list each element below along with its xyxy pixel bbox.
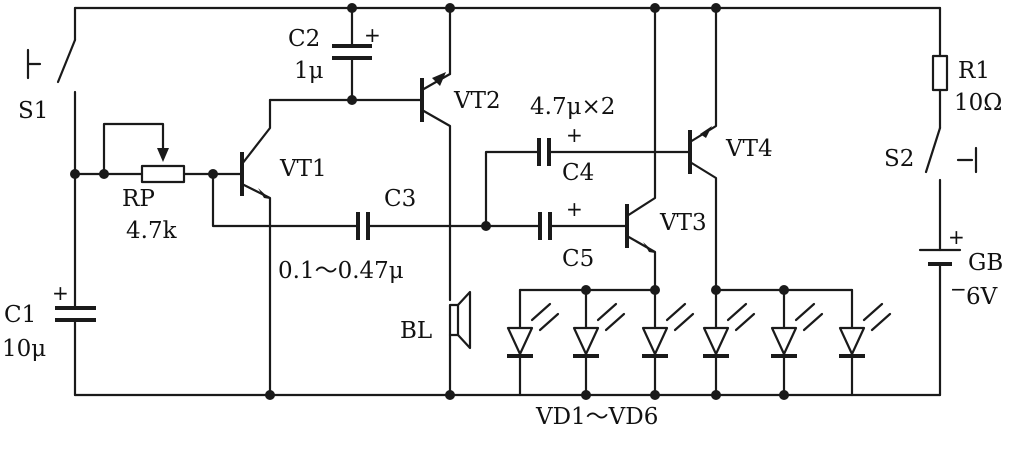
leds-label: VD1～VD6 — [535, 404, 658, 430]
led-4 — [702, 288, 756, 397]
gb-value: 6V — [966, 284, 998, 310]
c1-value: 10μ — [2, 336, 46, 362]
c4-label: C4 — [562, 160, 594, 186]
bl-label: BL — [400, 318, 432, 344]
capacitor-c1 — [55, 172, 96, 397]
gb-plus: + — [948, 225, 965, 249]
capacitor-c4 — [484, 138, 690, 228]
switch-s2 — [924, 126, 978, 252]
c1-label: C1 — [4, 302, 36, 328]
vt1-label: VT1 — [279, 156, 327, 182]
transistor-vt2 — [420, 6, 452, 302]
transistor-vt1 — [211, 98, 422, 397]
c2-value: 1μ — [294, 58, 324, 84]
r1-label: R1 — [958, 58, 990, 84]
junction-dots — [70, 3, 789, 400]
c5-plus: + — [566, 197, 583, 221]
vt4-label: VT4 — [725, 136, 773, 162]
c3-label: C3 — [384, 186, 416, 212]
gb-label: GB — [968, 250, 1003, 276]
rp-label: RP — [122, 186, 155, 212]
led-1 — [506, 288, 560, 397]
capacitor-c3 — [356, 212, 542, 240]
led-6 — [838, 288, 892, 397]
gb-minus: − — [950, 277, 967, 301]
c5-label: C5 — [562, 246, 594, 272]
vt3-label: VT3 — [659, 210, 707, 236]
wire-c3-left — [211, 172, 358, 228]
r1-value: 10Ω — [954, 90, 1002, 116]
led-2 — [572, 288, 626, 397]
capacitor-c2 — [332, 6, 372, 102]
led-5 — [770, 288, 824, 397]
led-array — [506, 288, 892, 397]
c1-plus: + — [52, 281, 69, 305]
switch-s1 — [26, 6, 77, 176]
s1-label: S1 — [18, 98, 48, 124]
potentiometer-rp — [73, 122, 215, 184]
vt2-label: VT2 — [453, 88, 501, 114]
resistor-r1 — [931, 6, 949, 130]
speaker-bl — [448, 290, 472, 397]
c2-plus: + — [364, 23, 381, 47]
transistor-vt3 — [625, 6, 657, 292]
c2-label: C2 — [288, 26, 320, 52]
rp-value: 4.7k — [126, 218, 178, 244]
capacitor-c5 — [538, 212, 627, 240]
led-3 — [641, 288, 695, 397]
battery-gb — [918, 248, 962, 397]
c4-plus: + — [566, 123, 583, 147]
c45-value: 4.7μ×2 — [530, 94, 615, 120]
s2-label: S2 — [884, 146, 914, 172]
c3-value: 0.1～0.47μ — [278, 258, 404, 284]
transistor-vt4 — [688, 6, 718, 292]
